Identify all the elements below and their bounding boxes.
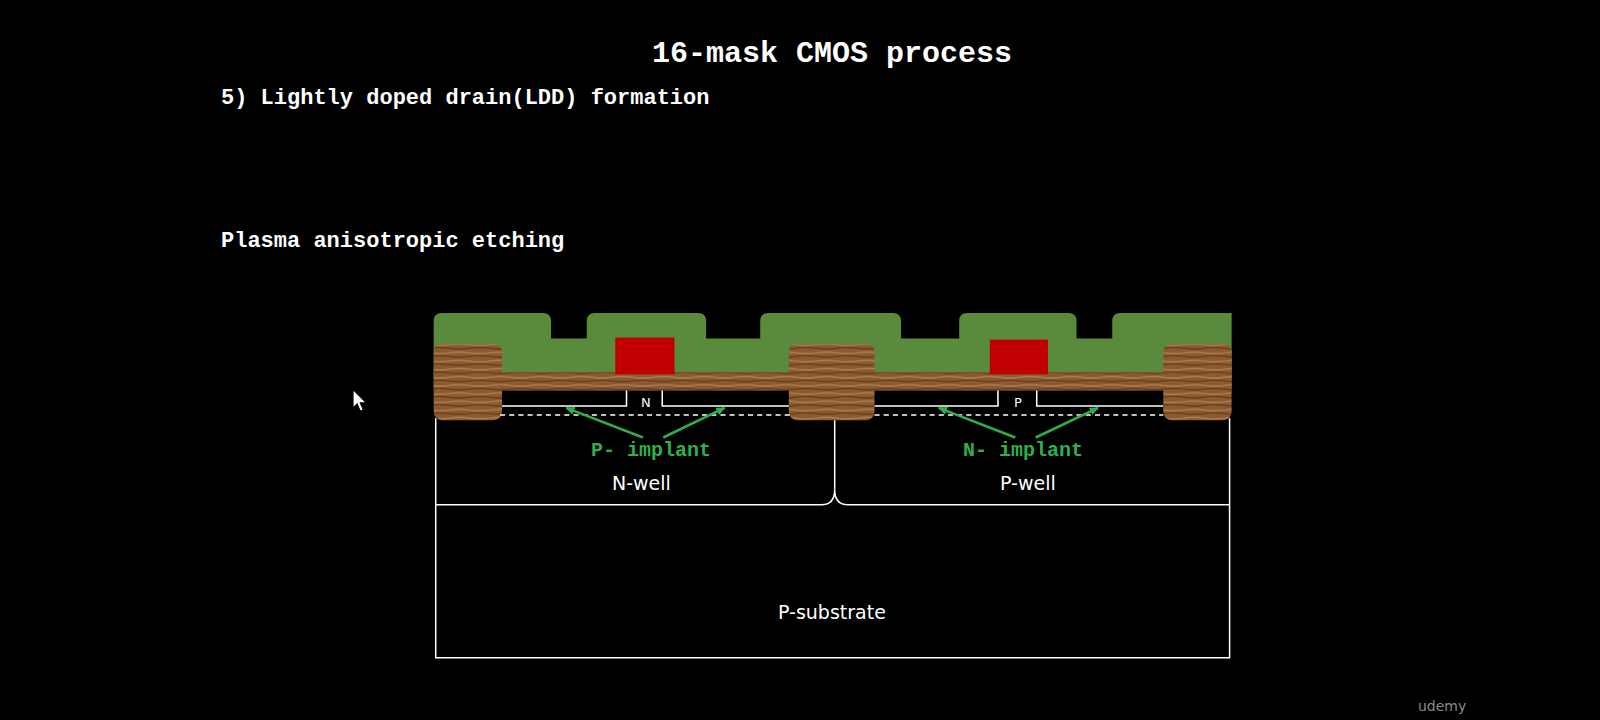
implant-arrows bbox=[566, 408, 1098, 438]
region-label: N-well bbox=[612, 473, 671, 495]
region-label: P-substrate bbox=[778, 602, 886, 624]
field-oxide bbox=[789, 344, 875, 420]
p-well-region: P-well bbox=[996, 471, 1060, 497]
poly-gate bbox=[615, 338, 674, 375]
substrate-region: P-substrate bbox=[774, 600, 890, 626]
well-boundary bbox=[436, 415, 1230, 658]
step-heading: 5) Lightly doped drain(LDD) formation bbox=[221, 86, 709, 111]
poly-gate bbox=[990, 340, 1048, 375]
ldd-regions bbox=[502, 391, 1163, 406]
field-oxide bbox=[434, 344, 502, 420]
field-oxide bbox=[1163, 344, 1231, 420]
slide-title: 16-mask CMOS process bbox=[652, 37, 1012, 72]
implant-label: P- implant bbox=[591, 439, 711, 462]
n-well-region: N-well bbox=[608, 471, 675, 497]
channel-label: P bbox=[1014, 396, 1022, 411]
process-step: Plasma anisotropic etching bbox=[221, 229, 564, 254]
channel-label: N bbox=[641, 396, 651, 411]
implant-label: N- implant bbox=[963, 439, 1083, 462]
region-label: P-well bbox=[1000, 473, 1056, 495]
mouse-cursor bbox=[353, 390, 366, 411]
watermark: udemy bbox=[1418, 698, 1466, 714]
